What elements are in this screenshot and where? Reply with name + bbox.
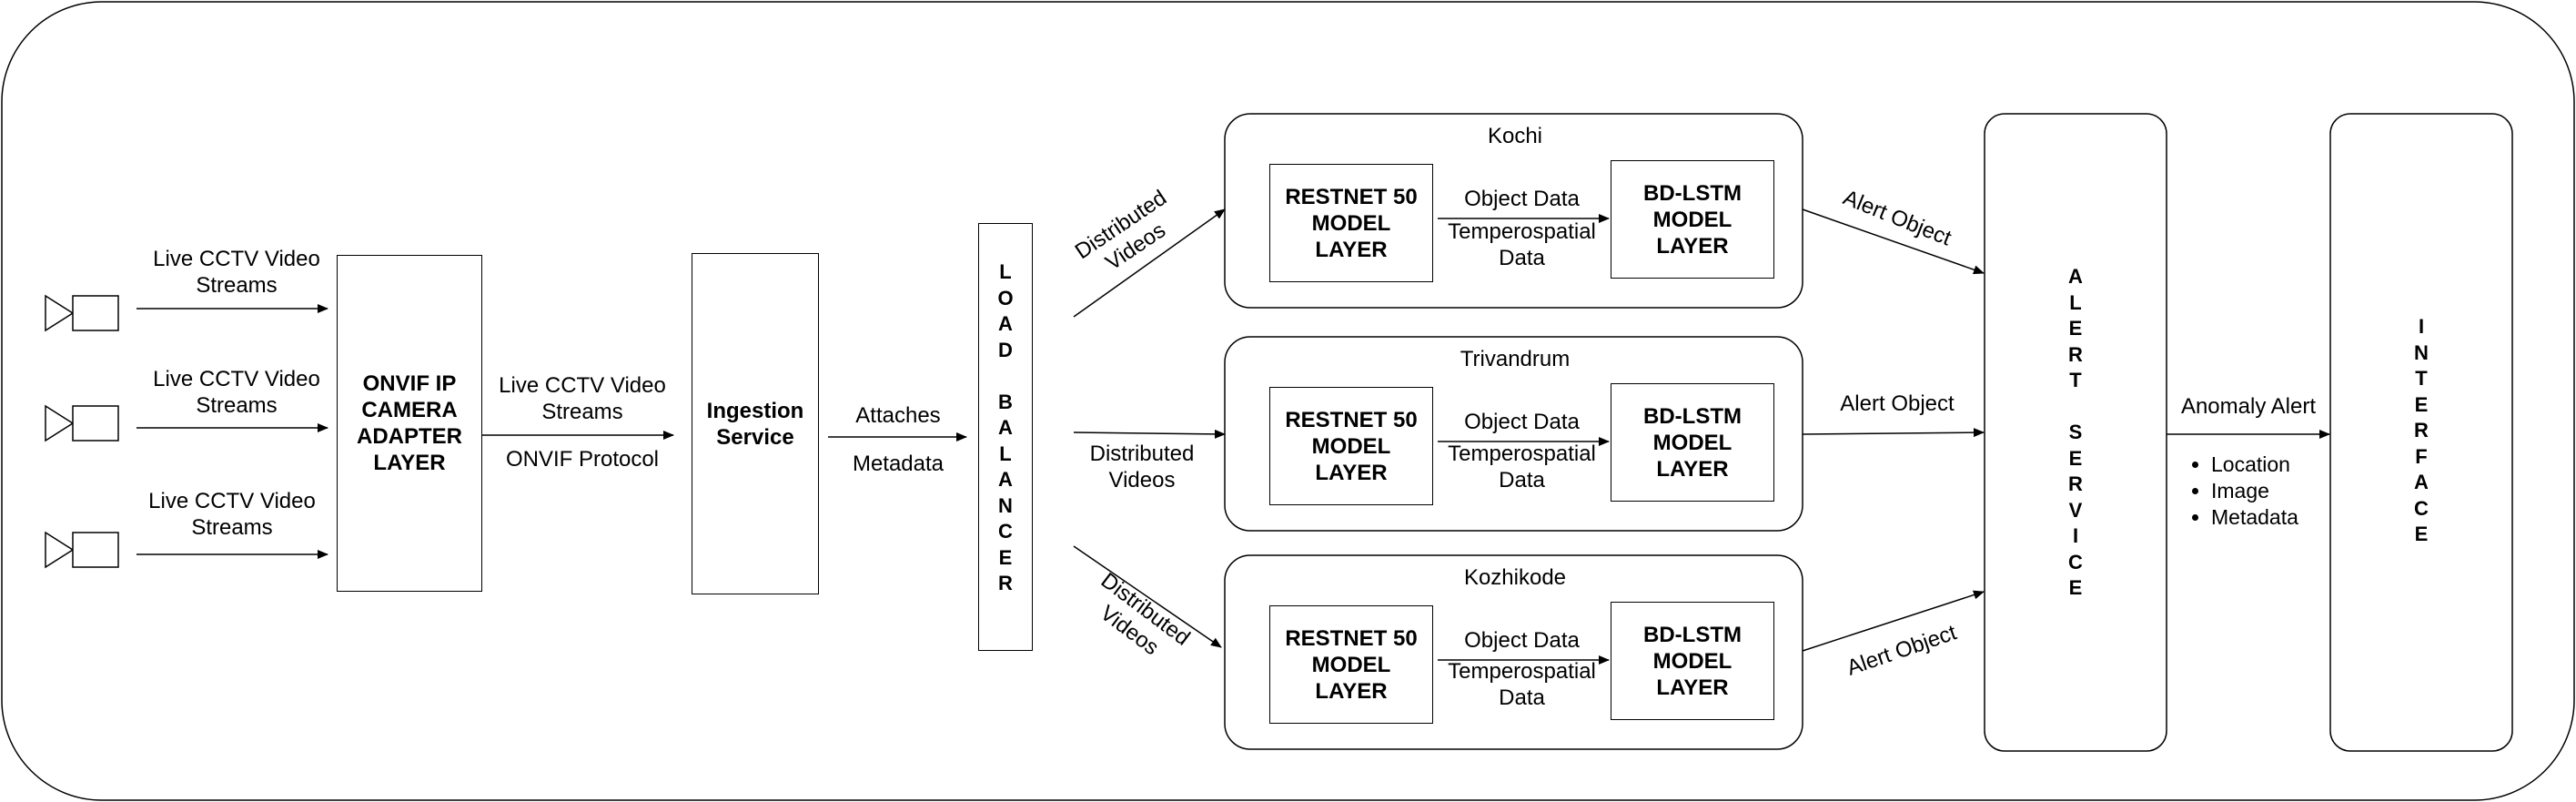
anomaly-detail-metadata: Metadata — [2211, 504, 2298, 531]
camera-2-stream-label: Live CCTV Video Streams — [153, 367, 320, 418]
metadata-label: Metadata — [852, 452, 945, 476]
resnet-model-box-kochi: RESTNET 50 MODEL LAYER — [1269, 164, 1433, 282]
lb-to-kochi-arrow — [1073, 208, 1226, 318]
camera-icon — [45, 404, 119, 442]
kochi-alert-arrow — [1802, 208, 1985, 275]
load-balancer-box — [978, 223, 1033, 651]
trivandrum-alert-arrow — [1802, 428, 1985, 438]
lb-to-trivandrum-arrow — [1073, 429, 1226, 439]
anomaly-detail-image: Image — [2211, 478, 2298, 504]
object-data-label-kochi: Object Data — [1464, 187, 1580, 211]
camera-1-stream-label: Live CCTV Video Streams — [153, 247, 320, 298]
camera-icon — [45, 294, 119, 332]
alert-service-label: A L E R T S E R V I C E — [2068, 265, 2083, 599]
interface-label: I N T E R F A C E — [2414, 315, 2429, 545]
onvif-protocol-label: ONVIF Protocol — [505, 447, 660, 472]
region-title-kochi: Kochi — [1487, 124, 1543, 148]
alert-service-box — [1984, 113, 2167, 752]
camera-3-stream-label: Live CCTV Video Streams — [148, 489, 316, 540]
lstm-model-box-trivandrum: BD-LSTM MODEL LAYER — [1611, 383, 1774, 502]
load-balancer-label: L O A D B A L A N C E R — [997, 260, 1014, 594]
alert-object-label-trivandrum: Alert Object — [1840, 391, 1955, 416]
onvif-adapter-box: ONVIF IP CAMERA ADAPTER LAYER — [337, 255, 482, 592]
region-container-kozhikode — [1224, 554, 1803, 750]
lstm-model-box-kozhikode: BD-LSTM MODEL LAYER — [1611, 602, 1774, 720]
resnet-model-box-trivandrum: RESTNET 50 MODEL LAYER — [1269, 387, 1433, 505]
interface-box — [2329, 113, 2513, 752]
temperospatial-label-kochi: Temperospatial Data — [1448, 219, 1596, 270]
resnet-model-box-kozhikode: RESTNET 50 MODEL LAYER — [1269, 605, 1433, 724]
anomaly-detail-location: Location — [2211, 452, 2298, 478]
temperospatial-label-trivandrum: Temperospatial Data — [1448, 442, 1596, 492]
object-data-label-trivandrum: Object Data — [1464, 410, 1580, 434]
camera-icon — [45, 531, 119, 569]
object-data-label-kozhikode: Object Data — [1464, 628, 1580, 653]
kozhikode-alert-arrow — [1802, 590, 1985, 652]
lb-middle-arrow-label: Distributed Videos — [1089, 442, 1195, 492]
adapter-to-ingestion-label: Live CCTV Video Streams — [499, 373, 666, 424]
lb-to-kozhikode-arrow — [1073, 545, 1222, 648]
lstm-model-box-kochi: BD-LSTM MODEL LAYER — [1611, 160, 1774, 279]
temperospatial-label-kozhikode: Temperospatial Data — [1448, 659, 1596, 710]
region-title-trivandrum: Trivandrum — [1460, 347, 1571, 371]
region-container-kochi — [1224, 113, 1803, 309]
anomaly-alert-label: Anomaly Alert — [2180, 394, 2317, 419]
anomaly-details-list: Location Image Metadata — [2191, 452, 2298, 531]
region-title-kozhikode: Kozhikode — [1463, 565, 1567, 590]
ingestion-service-box: Ingestion Service — [692, 253, 819, 594]
attaches-label: Attaches — [855, 403, 941, 428]
